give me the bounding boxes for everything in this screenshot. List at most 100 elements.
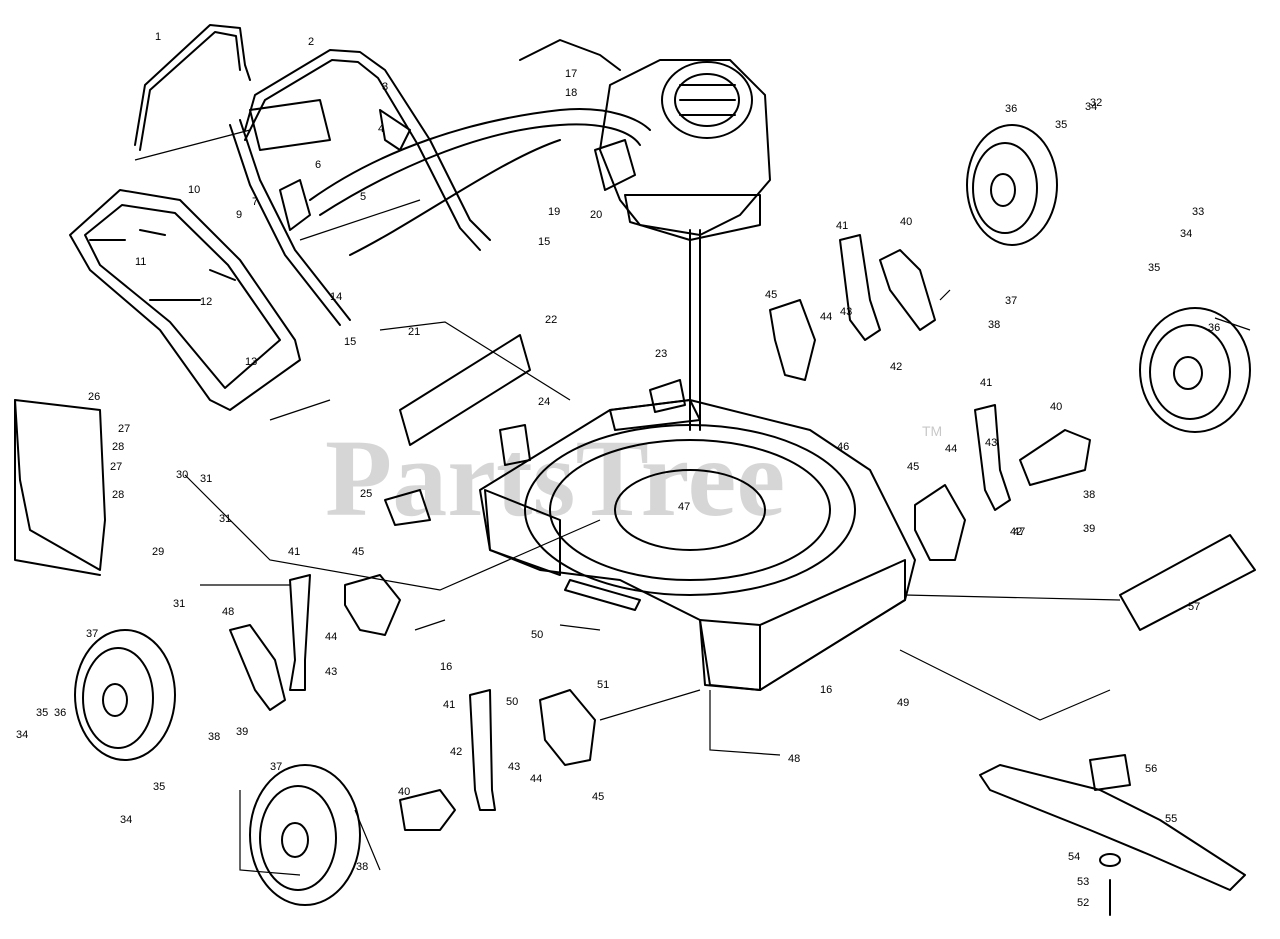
watermark-trademark: TM	[922, 423, 942, 439]
callout-label: 44	[325, 631, 337, 643]
wheel-front-left	[74, 629, 176, 761]
callout-label: 10	[188, 184, 200, 196]
callout-label: 31	[219, 513, 231, 525]
callout-label: 41	[288, 546, 300, 558]
callout-label: 35	[153, 781, 165, 793]
callout-label: 2	[308, 36, 314, 48]
callout-label: 18	[565, 87, 577, 99]
callout-label: 3	[382, 81, 388, 93]
callout-label: 39	[1083, 523, 1095, 535]
callout-label: 36	[54, 707, 66, 719]
callout-label: 42	[890, 361, 902, 373]
mower-deck	[479, 399, 916, 691]
callout-label: 32	[1090, 97, 1102, 109]
brackets	[384, 334, 686, 611]
callout-label: 30	[176, 469, 188, 481]
callout-label: 40	[398, 786, 410, 798]
blade-assembly	[979, 754, 1246, 916]
leader-lines	[134, 129, 1251, 876]
callout-label: 26	[88, 391, 100, 403]
callout-label: 53	[1077, 876, 1089, 888]
callout-label: 47	[1013, 526, 1025, 538]
callout-label: 41	[443, 699, 455, 711]
callout-label: 27	[110, 461, 122, 473]
callout-label: 55	[1165, 813, 1177, 825]
callout-label: 34	[120, 814, 132, 826]
callout-label: 36	[1208, 322, 1220, 334]
callout-label: 15	[344, 336, 356, 348]
callout-label: 16	[820, 684, 832, 696]
callout-label: 42	[450, 746, 462, 758]
callout-label: 43	[840, 306, 852, 318]
callout-label: 7	[252, 196, 258, 208]
callout-label: 40	[1050, 401, 1062, 413]
callout-label: 45	[907, 461, 919, 473]
callout-label: 5	[360, 191, 366, 203]
callout-label: 44	[945, 443, 957, 455]
decal	[1119, 534, 1256, 631]
callout-label: 41	[836, 220, 848, 232]
callout-label: 25	[360, 488, 372, 500]
callout-label: 34	[1180, 228, 1192, 240]
callout-label: 20	[590, 209, 602, 221]
callout-label: 47	[678, 501, 690, 513]
callout-label: 23	[655, 348, 667, 360]
callout-label: 12	[200, 296, 212, 308]
callout-label: 43	[508, 761, 520, 773]
callout-label: 31	[200, 473, 212, 485]
callout-label: 28	[112, 441, 124, 453]
callout-label: 24	[538, 396, 550, 408]
callout-label: 31	[173, 598, 185, 610]
callout-label: 43	[985, 437, 997, 449]
callout-label: 39	[236, 726, 248, 738]
callout-label: 37	[86, 628, 98, 640]
callout-label: 4	[378, 123, 384, 135]
callout-label: 48	[222, 606, 234, 618]
callout-label: 45	[352, 546, 364, 558]
callout-label: 49	[897, 697, 909, 709]
callout-label: 36	[1005, 103, 1017, 115]
callout-label: 1	[155, 31, 161, 43]
callout-label: 42	[1010, 526, 1022, 538]
callout-label: 50	[506, 696, 518, 708]
callout-label: 52	[1077, 897, 1089, 909]
handle-assembly	[69, 24, 491, 411]
callout-label: 14	[330, 291, 342, 303]
callout-label: 11	[135, 256, 146, 268]
callout-label: 37	[270, 761, 282, 773]
callout-label: 45	[592, 791, 604, 803]
wheel-front-right	[249, 764, 361, 906]
callout-label: 37	[1005, 295, 1017, 307]
engine	[594, 59, 771, 431]
callout-label: 44	[530, 773, 542, 785]
callout-label: 9	[236, 209, 242, 221]
callout-label: 38	[208, 731, 220, 743]
callout-label: 21	[408, 326, 420, 338]
wheel-rear-right	[1139, 307, 1251, 433]
callout-label: 51	[597, 679, 609, 691]
callout-label: 22	[545, 314, 557, 326]
axle-brackets	[229, 249, 1091, 831]
callout-label: 29	[152, 546, 164, 558]
callout-label: 34	[16, 729, 28, 741]
height-adjusters	[289, 234, 1011, 811]
callout-label: 38	[356, 861, 368, 873]
callout-label: 46	[837, 441, 849, 453]
callout-label: 35	[1148, 262, 1160, 274]
callout-label: 16	[440, 661, 452, 673]
callout-label: 41	[980, 377, 992, 389]
callout-label: 15	[538, 236, 550, 248]
callout-label: 28	[112, 489, 124, 501]
callout-label: 6	[315, 159, 321, 171]
callout-label: 35	[1055, 119, 1067, 131]
wheel-rear-right-top	[966, 124, 1058, 246]
callout-label: 44	[820, 311, 832, 323]
callout-label: 19	[548, 206, 560, 218]
callout-label: 34	[1085, 101, 1097, 113]
wheels	[74, 124, 1251, 906]
callout-label: 45	[765, 289, 777, 301]
callout-label: 56	[1145, 763, 1157, 775]
